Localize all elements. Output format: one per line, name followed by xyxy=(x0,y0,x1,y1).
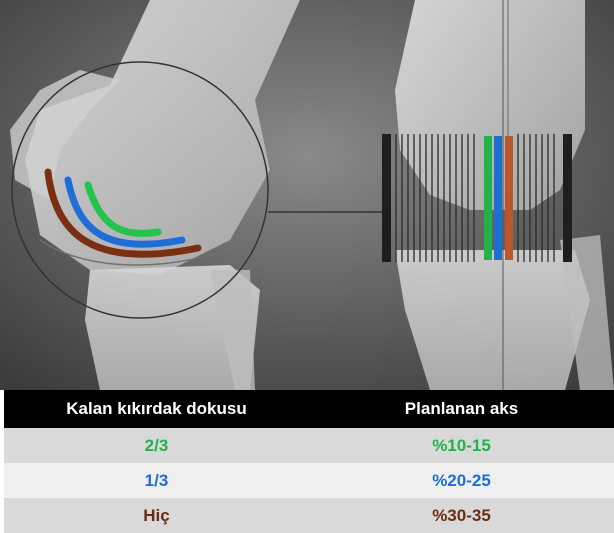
header-planned-axis: Planlanan aks xyxy=(309,390,614,428)
remaining-cartilage-cell: Hiç xyxy=(4,498,309,533)
table-row: Hiç %30-35 xyxy=(4,498,614,533)
remaining-cartilage-cell: 2/3 xyxy=(4,428,309,463)
planned-axis-cell: %10-15 xyxy=(309,428,614,463)
axis-bar-brown xyxy=(505,136,513,260)
table-header: Kalan kıkırdak dokusu Planlanan aks xyxy=(4,390,614,428)
planned-axis-cell: %20-25 xyxy=(309,463,614,498)
axis-bar-blue xyxy=(494,136,502,260)
header-remaining-cartilage: Kalan kıkırdak dokusu xyxy=(4,390,309,428)
table-row: 2/3 %10-15 xyxy=(4,428,614,463)
table-row: 1/3 %20-25 xyxy=(4,463,614,498)
axis-bar-green xyxy=(484,136,492,260)
correction-table: 2/3 %10-15 1/3 %20-25 Hiç %30-35 xyxy=(4,428,614,533)
planned-axis-cell: %30-35 xyxy=(309,498,614,533)
knee-xray-image xyxy=(0,0,614,390)
remaining-cartilage-cell: 1/3 xyxy=(4,463,309,498)
